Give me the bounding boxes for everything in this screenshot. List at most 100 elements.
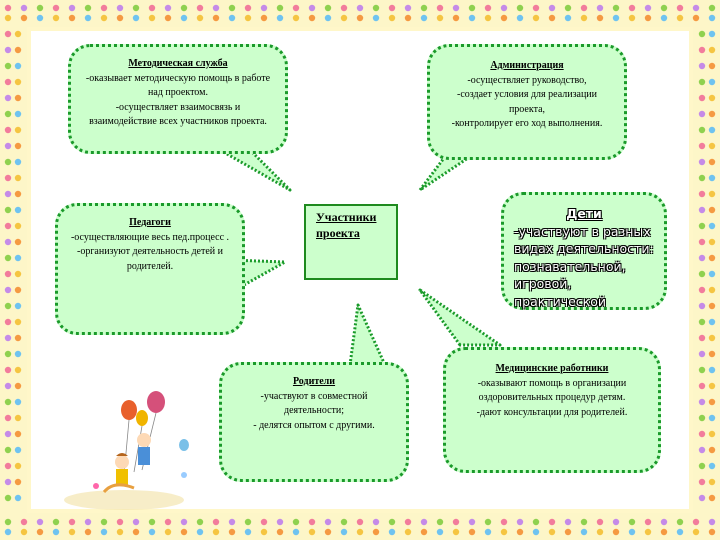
frame-dot (180, 4, 188, 12)
roditeli-title: Родители (292, 376, 336, 387)
frame-dot (698, 398, 706, 406)
roditeli-line-2: - делятся опытом с другими. (253, 419, 375, 431)
deti-line-1: -участвуют в разных видах деятельности: … (514, 223, 654, 309)
frame-dot (14, 462, 22, 470)
frame-dot (276, 518, 284, 526)
frame-dot (196, 4, 204, 12)
frame-dot (4, 206, 12, 214)
frame-dot (676, 528, 684, 536)
frame-dot (4, 350, 12, 358)
med-line-2: -дают консультации для родителей. (476, 406, 628, 418)
frame-dot (340, 518, 348, 526)
frame-dot (516, 14, 524, 22)
admin-line-3: -контролирует его ход выполнения. (451, 118, 603, 129)
frame-dot (148, 518, 156, 526)
frame-dot (698, 30, 706, 38)
frame-dot (196, 528, 204, 536)
frame-dot (68, 518, 76, 526)
center-label: Участники проекта (316, 210, 377, 240)
frame-dot (4, 14, 12, 22)
frame-dot (468, 14, 476, 22)
frame-dot (14, 238, 22, 246)
frame-dot (164, 4, 172, 12)
frame-dot (372, 4, 380, 12)
frame-dot (468, 518, 476, 526)
frame-dot (68, 14, 76, 22)
roditeli-bubble: Родители -участвуют в совместной деятель… (219, 362, 409, 482)
frame-dot (692, 528, 700, 536)
frame-dot (4, 110, 12, 118)
frame-dot (132, 518, 140, 526)
frame-dot (698, 462, 706, 470)
frame-dot (14, 94, 22, 102)
frame-dot (148, 4, 156, 12)
frame-dot (324, 518, 332, 526)
frame-dot (14, 110, 22, 118)
frame-dot (14, 398, 22, 406)
frame-dot (196, 14, 204, 22)
frame-dot (14, 430, 22, 438)
frame-dot (324, 4, 332, 12)
med-title: Медицинские работники (495, 363, 609, 374)
frame-dot (708, 398, 716, 406)
frame-dot (698, 286, 706, 294)
frame-dot (596, 14, 604, 22)
frame-dot (708, 222, 716, 230)
frame-dot (698, 334, 706, 342)
frame-dot (698, 126, 706, 134)
frame-dot (308, 4, 316, 12)
frame-dot (484, 14, 492, 22)
frame-dot (452, 4, 460, 12)
frame-dot (698, 46, 706, 54)
frame-dot (84, 4, 92, 12)
frame-dot (388, 14, 396, 22)
deti-title: Дети (566, 206, 602, 221)
frame-dot (14, 30, 22, 38)
frame-dot (698, 110, 706, 118)
frame-dot (708, 528, 716, 536)
pedagogi-bubble: Педагоги -осуществляющие весь пед.процес… (55, 203, 245, 335)
frame-dot (708, 414, 716, 422)
frame-dot (14, 254, 22, 262)
frame-dot (708, 4, 716, 12)
frame-dot (212, 14, 220, 22)
frame-dot (292, 4, 300, 12)
frame-dot (644, 14, 652, 22)
frame-dot (180, 518, 188, 526)
frame-dot (708, 334, 716, 342)
frame-dot (698, 78, 706, 86)
frame-dot (708, 382, 716, 390)
roditeli-line-1: -участвуют в совместной деятельности; (260, 390, 368, 417)
frame-dot (84, 528, 92, 536)
frame-dot (14, 62, 22, 70)
frame-dot (180, 528, 188, 536)
frame-dot (132, 528, 140, 536)
admin-bubble: Администрация -осуществляет руководство,… (427, 44, 627, 160)
frame-dot (244, 518, 252, 526)
frame-dot (4, 46, 12, 54)
frame-dot (100, 4, 108, 12)
frame-dot (4, 30, 12, 38)
frame-dot (698, 478, 706, 486)
frame-dot (14, 286, 22, 294)
admin-line-2: -создает условия для реализации проекта, (456, 89, 598, 115)
frame-dot (148, 14, 156, 22)
frame-dot (132, 4, 140, 12)
frame-dot (692, 518, 700, 526)
frame-dot (698, 190, 706, 198)
frame-dot (260, 4, 268, 12)
deti-bubble: Дети -участвуют в разных видах деятельно… (501, 192, 667, 310)
frame-dot (4, 518, 12, 526)
metod-line-2: -осуществляет взаимосвязь и взаимодейств… (89, 101, 267, 128)
frame-dot (628, 14, 636, 22)
frame-dot (500, 528, 508, 536)
frame-dot (516, 4, 524, 12)
frame-dot (708, 126, 716, 134)
frame-dot (420, 14, 428, 22)
frame-dot (52, 518, 60, 526)
frame-dot (14, 334, 22, 342)
frame-dot (356, 528, 364, 536)
frame-dot (14, 302, 22, 310)
frame-dot (340, 4, 348, 12)
frame-dot (612, 4, 620, 12)
